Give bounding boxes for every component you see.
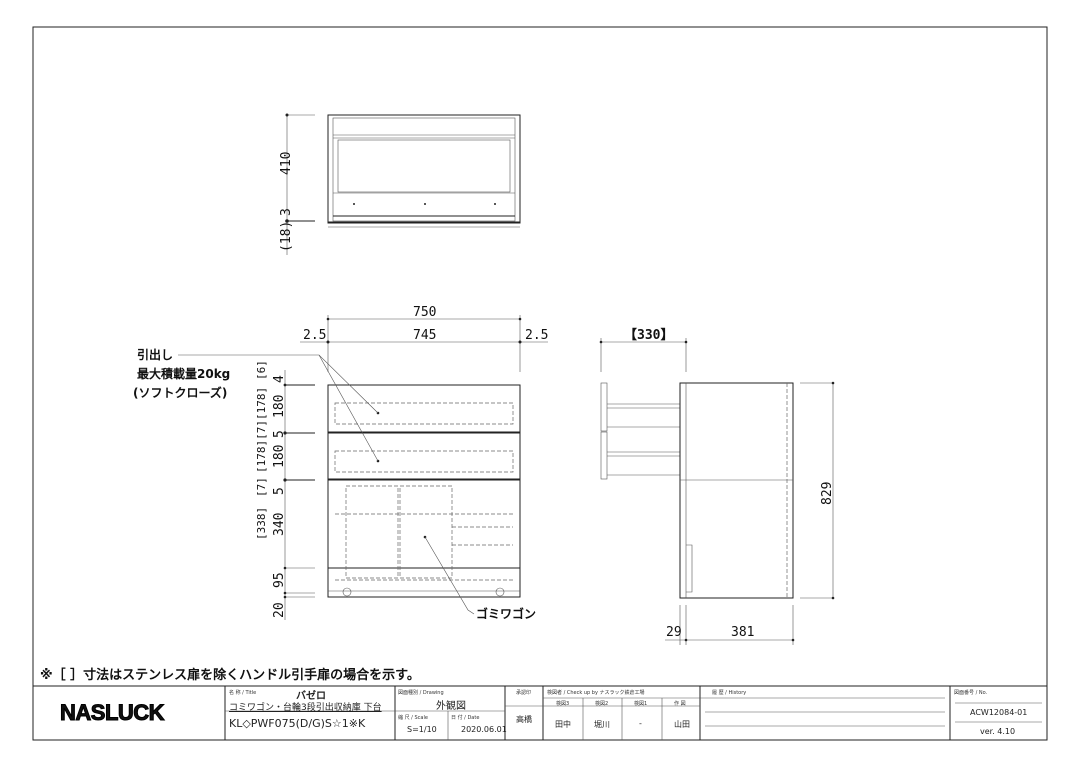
checker-1: - [639,719,642,728]
dim-5-mid: 5 [272,487,287,495]
dim-750: 750 [413,305,436,320]
dim-bracket-178: [178][7][178] [255,387,268,473]
sheet-border [32,26,1048,741]
dim-180-top: 180 [272,395,287,418]
top-view: 410 3 (18) [279,113,521,255]
approver-name: 高橋 [516,715,532,724]
checker-2: 堀川 [594,720,610,729]
dim-bracket-7: [7] [255,477,268,497]
dim-bracket-338: [338] [255,507,268,540]
check-header-3: 検図3 [556,701,570,707]
dim-29: 29 [666,625,682,640]
drawing-caption: 図面種別 / Drawing [398,690,444,696]
drawn-by: 山田 [674,720,690,729]
wagon-label: ゴミワゴン [476,606,536,621]
dim-829: 829 [820,482,835,505]
drawer-label: 引出し [137,347,173,362]
dim-20: 20 [272,602,287,618]
dim-745: 745 [413,328,436,343]
check-header-2: 検図2 [595,701,609,707]
version: ver. 4.10 [980,727,1016,736]
dim-2-5-left: 2.5 [303,328,326,343]
date-caption: 日 付 / Date [451,715,480,721]
dim-180-mid: 180 [272,445,287,468]
scale-caption: 縮 尺 / Scale [398,715,428,721]
title-value: バゼロ [296,691,326,702]
drawer-load-label: 最大積載量20kg [137,366,230,381]
drawing-type: 外観図 [436,701,466,712]
front-view: 750 745 2.5 2.5 4 180 5 180 5 3 [133,305,548,621]
drawing-number: ACW12084-01 [970,708,1028,717]
dim-330: 【330】 [624,327,673,343]
dim-2-5-right: 2.5 [525,328,548,343]
dimension-note: ※［ ］寸法はステンレス扉を除くハンドル引手扉の場合を示す。 [40,668,420,683]
side-view: 【330】 829 29 381 [599,327,835,645]
number-caption: 図面番号 / No. [954,690,988,696]
check-header-drawn: 作 図 [674,701,686,707]
dim-bracket-6: [6] [255,360,268,380]
dim-340: 340 [272,513,287,536]
scale-value: S=1/10 [407,725,437,734]
dim-3: 3 [279,208,294,216]
subtitle-value: コミワゴン・台輪3段引出収納庫 下台 [229,703,382,713]
dim-410: 410 [279,152,294,175]
dim-18: (18) [279,221,294,252]
dim-5-top: 5 [272,430,287,438]
title-block-grid [33,685,1047,740]
check-header-1: 検図1 [634,701,648,707]
model-number: KL◇PWF075(D/G)S☆1※K [229,717,366,730]
title-caption: 名 称 / Title [229,690,257,696]
dim-4: 4 [272,375,287,383]
dim-381: 381 [731,625,754,640]
approval-caption: 承認印 [516,690,532,696]
checker-3: 田中 [555,720,571,729]
date-value: 2020.06.01 [461,725,507,734]
soft-close-label: (ソフトクローズ) [133,385,227,400]
history-caption: 履 歴 / History [712,690,747,696]
check-caption: 検図者 / Check up by ナスラック鉄倉工場 [547,690,645,696]
nasluck-logo: NASLUCK [59,700,165,726]
dim-95: 95 [272,572,287,588]
